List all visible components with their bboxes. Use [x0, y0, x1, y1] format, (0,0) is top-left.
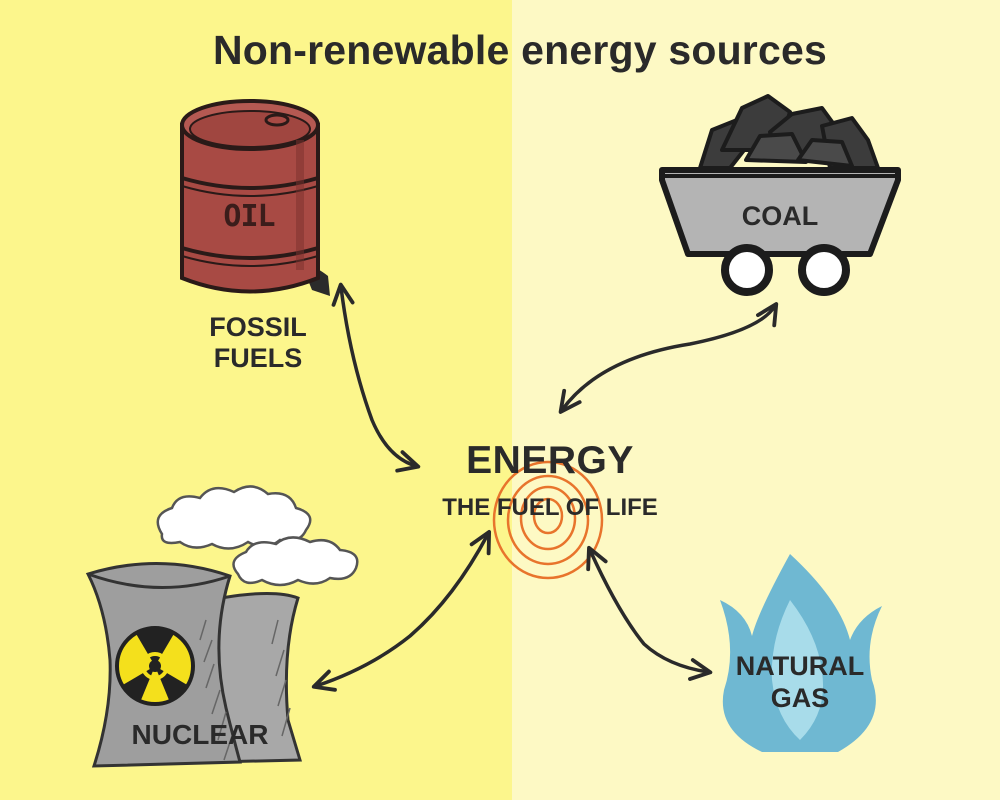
coal-cart-icon: [659, 94, 901, 296]
nuclear-label: NUCLEAR: [131, 719, 269, 750]
oil-barrel-label: OIL: [223, 199, 275, 234]
fossil-fuels-caption: FOSSIL FUELS: [188, 312, 328, 374]
natural-gas-line1: NATURAL: [735, 651, 865, 681]
oil-barrel-icon: [180, 99, 330, 296]
cart-wheel-right: [798, 244, 850, 296]
diagram-title: Non-renewable energy sources: [213, 27, 827, 73]
radiation-icon: [115, 626, 195, 706]
energy-subtitle: THE FUEL OF LIFE: [442, 494, 658, 521]
fossil-fuels-line2: FUELS: [213, 343, 303, 373]
cart-wheel-left: [721, 244, 773, 296]
coal-label: COAL: [741, 201, 819, 231]
natural-gas-line2: GAS: [770, 683, 830, 713]
fossil-fuels-line1: FOSSIL: [209, 312, 307, 342]
arrow-coal-energy: [558, 302, 779, 414]
connector-arrows: [311, 282, 779, 692]
arrow-gas-energy: [586, 545, 713, 681]
coal-pile: [698, 94, 880, 170]
natural-gas-label: NATURAL GAS: [700, 650, 900, 714]
arrow-nuclear-energy: [311, 529, 492, 692]
energy-title: ENERGY: [466, 439, 634, 482]
concentric-rings-icon: [492, 460, 604, 580]
arrow-oil-energy: [331, 282, 421, 473]
flame-icon: [720, 554, 882, 752]
